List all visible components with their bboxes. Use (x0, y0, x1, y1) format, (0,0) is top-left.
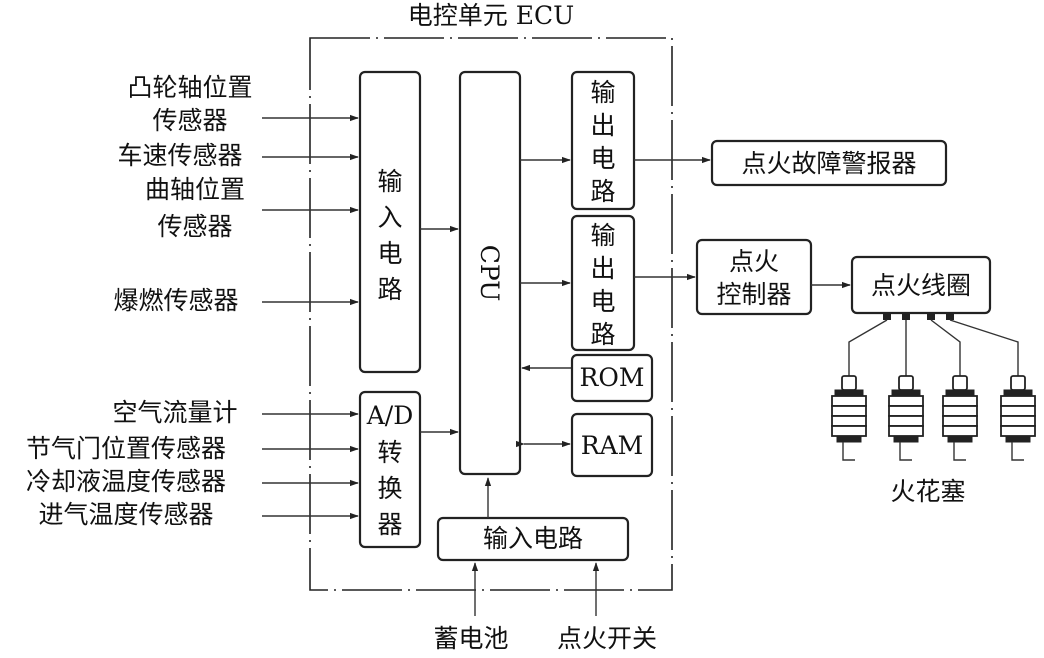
output-circuit-2-char-4: 路 (590, 320, 615, 349)
output-circuit-2-char-3: 电 (590, 287, 615, 316)
ad-converter-char-1: 转 (377, 438, 402, 467)
battery-label: 蓄电池 (433, 624, 508, 653)
rom-block (570, 353, 654, 403)
bottom-input-circuit-label: 输入电路 (483, 524, 583, 553)
input-circuit-char-4: 路 (377, 275, 402, 304)
ignition-controller-label-line1: 点火 (729, 247, 779, 276)
ad-converter-label-ad: A/D (366, 401, 414, 430)
sensor-crankshaft-label-line1: 曲轴位置 (145, 175, 245, 204)
sensor-camshaft-label-line2: 传感器 (152, 106, 227, 135)
input-circuit-block (358, 70, 422, 374)
output-circuit-1-char-2: 出 (590, 111, 615, 140)
rom-label: ROM (580, 363, 645, 392)
ignition-controller-label-line2: 控制器 (716, 280, 791, 309)
hv-lead-4 (949, 319, 1019, 378)
output-circuit-2-char-1: 输 (590, 221, 615, 250)
spark-plug-3 (942, 375, 978, 461)
cpu-block (458, 70, 522, 476)
cpu-label: CPU (475, 245, 504, 302)
output-circuit-1-char-3: 电 (590, 144, 615, 173)
output-circuit-1-char-1: 输 (590, 78, 615, 107)
output-circuit-2-char-2: 出 (590, 254, 615, 283)
sensor-coolant-label: 冷却液温度传感器 (26, 467, 226, 496)
spark-plug-2 (888, 375, 924, 461)
sensor-airflow-label: 空气流量计 (112, 398, 237, 427)
ignition-fault-warning-block (710, 139, 948, 187)
ad-converter-block (358, 390, 422, 549)
sensor-crankshaft-label-line2: 传感器 (157, 212, 232, 241)
hv-lead-3 (930, 319, 961, 378)
ignition-coil-label: 点火线圈 (871, 271, 971, 300)
output-circuit-1-char-4: 路 (590, 177, 615, 206)
ram-label: RAM (581, 431, 643, 460)
hv-lead-1 (848, 319, 888, 378)
ad-converter-char-3: 器 (377, 510, 402, 539)
sensor-vehicle-speed-label: 车速传感器 (117, 141, 242, 170)
bottom-input-circuit-block (436, 516, 630, 562)
output-circuit-2-block (570, 214, 636, 352)
spark-plugs-label: 火花塞 (890, 477, 965, 506)
sensor-throttle-label: 节气门位置传感器 (26, 434, 226, 463)
ignition-controller-block (695, 238, 813, 316)
ignition-switch-label: 点火开关 (557, 624, 657, 653)
spark-plug-1 (831, 375, 867, 461)
ad-converter-char-2: 换 (377, 474, 402, 503)
ignition-coil-block (850, 255, 992, 315)
input-circuit-char-1: 输 (377, 167, 402, 196)
input-circuit-char-3: 电 (377, 239, 402, 268)
sensor-knock-label: 爆燃传感器 (113, 286, 238, 315)
sensor-camshaft-label-line1: 凸轮轴位置 (127, 73, 252, 102)
spark-plug-4 (1000, 375, 1036, 461)
ram-block (570, 412, 654, 478)
input-circuit-char-2: 入 (377, 203, 402, 232)
ignition-fault-warning-label: 点火故障警报器 (741, 149, 916, 178)
sensor-intake-temp-label: 进气温度传感器 (38, 500, 213, 529)
ecu-boundary (309, 37, 673, 591)
coil-terminals (883, 313, 954, 320)
output-circuit-1-block (570, 70, 636, 211)
ecu-title: 电控单元 ECU (408, 1, 574, 30)
